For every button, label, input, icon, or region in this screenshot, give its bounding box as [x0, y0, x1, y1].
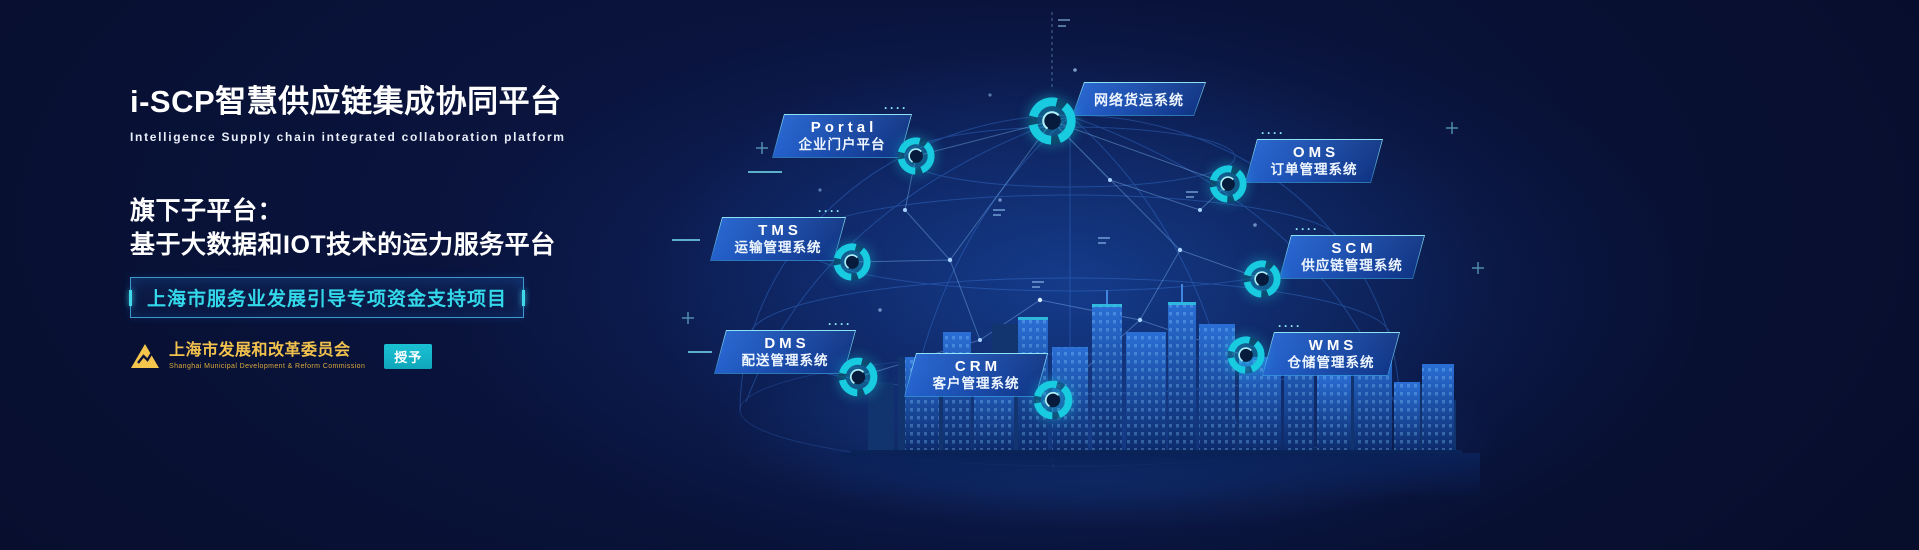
- sub-platform-description: 基于大数据和IOT技术的运力服务平台: [130, 231, 556, 259]
- project-badge: 上海市服务业发展引导专项资金支持项目: [130, 277, 525, 318]
- system-badge-freight[interactable]: 网络货运系统: [1072, 82, 1206, 116]
- issuer-name-en: Shanghai Municipal Development & Reform …: [169, 362, 366, 370]
- system-name: 订单管理系统: [1270, 161, 1358, 177]
- system-acronym: OMS: [1292, 143, 1340, 161]
- sub-platform-heading: 旗下子平台：: [130, 197, 284, 225]
- dms-ring-icon: [835, 354, 881, 400]
- system-acronym: Portal: [810, 118, 878, 136]
- system-badge-wms[interactable]: WMS 仓储管理系统: [1262, 332, 1400, 376]
- micro-tags: [993, 19, 1198, 288]
- system-name: 供应链管理系统: [1301, 257, 1403, 273]
- system-node-tms: TMS 运输管理系统: [710, 204, 846, 261]
- sub-platform-block: 旗下子平台： 基于大数据和IOT技术的运力服务平台: [130, 194, 690, 262]
- portal-ring-icon: [894, 134, 938, 178]
- plus-markers: [682, 122, 1484, 324]
- system-acronym: DMS: [764, 334, 810, 352]
- system-acronym: TMS: [758, 221, 802, 239]
- deco-dashes: [672, 171, 782, 353]
- system-badge-scm[interactable]: SCM 供应链管理系统: [1279, 235, 1425, 279]
- system-name: 配送管理系统: [741, 352, 829, 368]
- freight-ring-icon: [1024, 93, 1080, 149]
- grant-chip: 授予: [384, 343, 433, 369]
- system-node-scm: SCM 供应链管理系统: [1279, 222, 1425, 279]
- system-name: 运输管理系统: [734, 239, 822, 255]
- system-node-crm: CRM 客户管理系统: [904, 353, 1048, 397]
- crm-ring-icon: [1030, 377, 1076, 423]
- intro-panel: i-SCP智慧供应链集成协同平台 Intelligence Supply cha…: [130, 76, 690, 370]
- oms-ring-icon: [1206, 162, 1250, 206]
- project-badge-label: 上海市服务业发展引导专项资金支持项目: [147, 289, 508, 310]
- system-name: 企业门户平台: [798, 136, 886, 152]
- page-subtitle: Intelligence Supply chain integrated col…: [130, 130, 566, 144]
- system-badge-portal[interactable]: Portal 企业门户平台: [772, 114, 912, 158]
- system-name: 网络货运系统: [1094, 91, 1184, 108]
- system-node-wms: WMS 仓储管理系统: [1262, 319, 1400, 376]
- tms-ring-icon: [830, 240, 874, 284]
- system-badge-oms[interactable]: OMS 订单管理系统: [1245, 139, 1383, 183]
- system-badge-tms[interactable]: TMS 运输管理系统: [710, 217, 846, 261]
- page-title: i-SCP智慧供应链集成协同平台: [130, 84, 562, 119]
- system-badge-dms[interactable]: DMS 配送管理系统: [714, 330, 856, 374]
- system-acronym: CRM: [954, 357, 1002, 375]
- system-name: 仓储管理系统: [1287, 354, 1375, 370]
- system-node-portal: Portal 企业门户平台: [772, 101, 912, 158]
- issuer-name: 上海市发展和改革委员会: [169, 342, 351, 359]
- system-node-dms: DMS 配送管理系统: [714, 317, 856, 374]
- system-acronym: SCM: [1331, 239, 1377, 257]
- issuer-row: 上海市发展和改革委员会 Shanghai Municipal Developme…: [130, 342, 690, 370]
- system-badge-crm[interactable]: CRM 客户管理系统: [904, 353, 1048, 397]
- scm-ring-icon: [1240, 257, 1284, 301]
- system-name: 客户管理系统: [932, 375, 1020, 391]
- issuer-logo-icon: [131, 344, 159, 369]
- system-node-freight: 网络货运系统: [1072, 82, 1206, 116]
- system-node-oms: OMS 订单管理系统: [1245, 126, 1383, 183]
- wms-ring-icon: [1224, 333, 1268, 377]
- system-acronym: WMS: [1308, 336, 1358, 354]
- network-dots: [818, 68, 1322, 342]
